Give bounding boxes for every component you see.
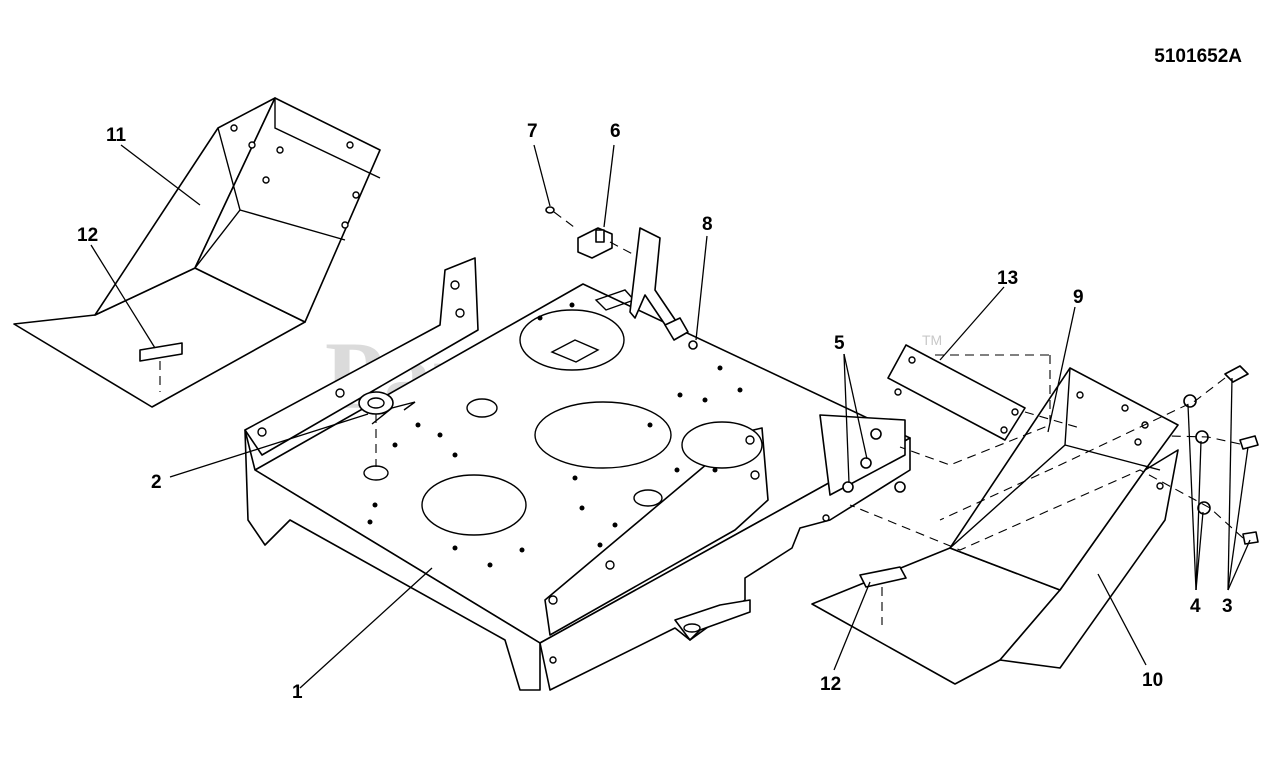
- callout-11: 11: [106, 125, 127, 146]
- callout-7: 7: [527, 121, 538, 142]
- callout-4: 4: [1190, 596, 1201, 617]
- part-10-floor-shield-right: [811, 367, 1179, 685]
- part-5-nuts: [842, 428, 906, 493]
- callout-12-right: 12: [820, 674, 841, 695]
- part-6-switch: [577, 227, 613, 259]
- callout-leaders: [90, 144, 1251, 689]
- watermark-trademark: TM: [922, 332, 942, 348]
- part-2-grommet: [358, 391, 416, 467]
- assembly-guide-lines: [849, 354, 1244, 551]
- part-12-pad-left: [139, 342, 183, 362]
- part-3-bolts: [1224, 365, 1259, 545]
- part-11-floor-shield-left: [13, 97, 381, 408]
- part-8-bracket: [629, 227, 698, 350]
- callout-labels: 1 2 3 4 5 6 7 8 9 10 11 12 12 13: [77, 121, 1233, 703]
- callout-8: 8: [702, 214, 713, 235]
- callout-5: 5: [834, 333, 845, 354]
- callout-3: 3: [1222, 596, 1233, 617]
- diagram-reference-code: 5101652A: [1154, 46, 1242, 67]
- part-4-washers: [1183, 394, 1211, 515]
- callout-1: 1: [292, 682, 303, 703]
- part-1-main-frame: [244, 257, 911, 691]
- callout-6: 6: [610, 121, 621, 142]
- callout-10: 10: [1142, 670, 1163, 691]
- callout-12-left: 12: [77, 225, 98, 246]
- part-7-screw: [545, 206, 579, 231]
- switch-dashed-guide: [609, 241, 641, 259]
- callout-2: 2: [151, 472, 162, 493]
- part-13-plate: [887, 344, 1026, 441]
- callout-9: 9: [1073, 287, 1084, 308]
- callout-13: 13: [997, 268, 1018, 289]
- part-12-pad-right: [859, 566, 907, 588]
